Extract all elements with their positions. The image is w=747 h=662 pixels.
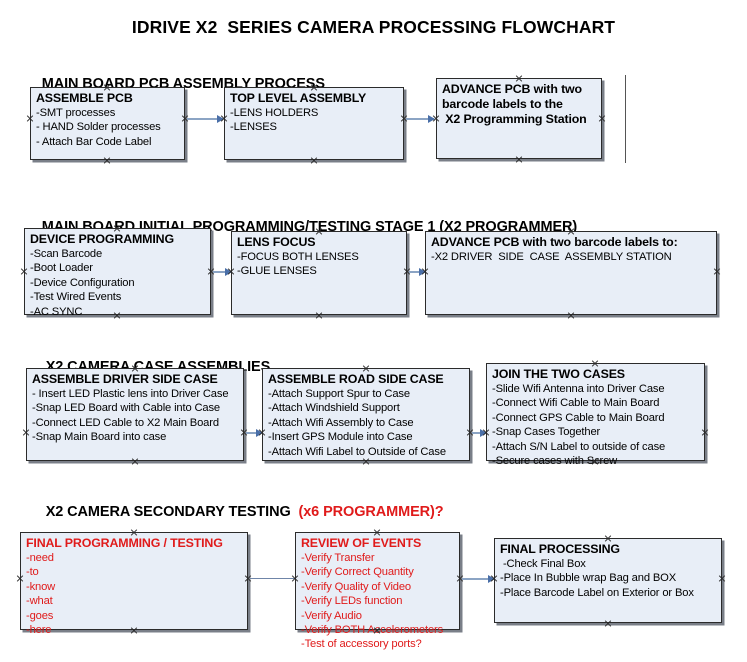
box-item: -what (26, 595, 53, 608)
box-header: ADVANCE PCB with two (442, 82, 582, 96)
box-assemble-driver-side-case[interactable]: ASSEMBLE DRIVER SIDE CASE - Insert LED P… (26, 368, 244, 461)
box-item: -to (26, 566, 39, 579)
box-item: -Verify Audio (301, 609, 362, 622)
section-heading-text: X2 CAMERA SECONDARY TESTING (45, 504, 299, 520)
box-item: -Attach Windshield Support (268, 402, 400, 415)
box-item: -AC SYNC (30, 305, 83, 318)
section-heading-accent-text: (x6 PROGRAMMER)? (298, 504, 444, 520)
box-item: -SMT processes (36, 107, 116, 119)
box-item: -GLUE LENSES (237, 265, 317, 278)
box-item: -Boot Loader (30, 262, 93, 275)
box-advance-pcb-driver-side-case[interactable]: ADVANCE PCB with two barcode labels to: … (425, 231, 717, 315)
box-item: - HAND Solder processes (36, 121, 161, 134)
box-header: ASSEMBLE PCB (36, 91, 133, 105)
box-header: TOP LEVEL ASSEMBLY (230, 91, 367, 105)
arrow-driver-case-to-road-case (246, 429, 263, 437)
box-item: -Attach Support Spur to Case (268, 388, 410, 400)
box-header: DEVICE PROGRAMMING (30, 232, 174, 246)
box-item: barcode labels to the (442, 97, 563, 111)
section-divider-line (625, 75, 626, 163)
box-header: FINAL PROCESSING (500, 542, 620, 556)
box-item: -Connect GPS Cable to Main Board (492, 411, 665, 424)
box-item: -Connect LED Cable to X2 Main Board (32, 416, 219, 429)
arrow-top-level-to-advance (406, 115, 435, 123)
arrow-road-case-to-join-cases (472, 429, 487, 437)
box-item: -Verify Correct Quantity (301, 566, 414, 579)
box-review-of-events[interactable]: REVIEW OF EVENTS -Verify Transfer -Verif… (295, 532, 460, 650)
box-item: -Secure cases with Screw (492, 455, 618, 468)
page-title: IDRIVE X2 SERIES CAMERA PROCESSING FLOWC… (131, 17, 616, 37)
arrow-assemble-pcb-to-top-level (187, 115, 224, 123)
box-item: -Snap Cases Together (492, 426, 601, 439)
box-item: -Attach Wifi Label to Outside of Case (268, 445, 446, 458)
box-item: -X2 DRIVER SIDE CASE ASSEMBLY STATION (431, 251, 672, 263)
box-item: - Attach Bar Code Label (36, 135, 152, 148)
box-final-processing[interactable]: FINAL PROCESSING -Check Final Box -Place… (494, 538, 722, 623)
box-item: -Verify Transfer (301, 552, 375, 564)
box-header: ADVANCE PCB with two barcode labels to: (431, 235, 678, 249)
box-item: -need (26, 552, 54, 564)
box-item: -Attach Wifi Assembly to Case (268, 416, 414, 429)
box-item: -Snap Main Board into case (32, 431, 167, 444)
box-item: -Insert GPS Module into Case (268, 431, 413, 444)
box-assemble-pcb[interactable]: ASSEMBLE PCB -SMT processes - HAND Solde… (30, 87, 185, 160)
box-header: REVIEW OF EVENTS (301, 536, 422, 550)
box-item: -FOCUS BOTH LENSES (237, 251, 359, 263)
box-item: -Verify LEDs function (301, 595, 403, 608)
arrow-lens-focus-to-advance (409, 268, 426, 276)
box-item: -Test of accessory ports? (301, 638, 422, 651)
box-item: -Test Wired Events (30, 291, 122, 304)
box-item: -Connect Wifi Cable to Main Board (492, 397, 660, 410)
box-header: ASSEMBLE ROAD SIDE CASE (268, 372, 444, 386)
box-item: -Check Final Box (500, 558, 586, 570)
section-heading-x2-camera-secondary-testing: X2 CAMERA SECONDARY TESTING (x6 PROGRAMM… (30, 488, 444, 536)
box-item: -goes (26, 609, 54, 622)
box-header: LENS FOCUS (237, 235, 316, 249)
box-assemble-road-side-case[interactable]: ASSEMBLE ROAD SIDE CASE -Attach Support … (262, 368, 470, 461)
box-item: -here (26, 624, 52, 637)
box-item: -Scan Barcode (30, 248, 103, 260)
box-item: -Verify Quality of Video (301, 580, 411, 593)
arrow-device-programming-to-lens-focus (213, 268, 232, 276)
box-item: -Attach S/N Label to outside of case (492, 440, 666, 453)
box-top-level-assembly[interactable]: TOP LEVEL ASSEMBLY -LENS HOLDERS -LENSES (224, 87, 404, 160)
box-item: -Device Configuration (30, 276, 135, 289)
box-advance-pcb-x2-programming-station[interactable]: ADVANCE PCB with two barcode labels to t… (436, 78, 602, 159)
arrow-review-to-final-processing (462, 575, 495, 583)
box-join-the-two-cases[interactable]: JOIN THE TWO CASES -Slide Wifi Antenna i… (486, 363, 705, 467)
box-header: ASSEMBLE DRIVER SIDE CASE (32, 372, 218, 386)
box-header: JOIN THE TWO CASES (492, 367, 625, 381)
box-item: -Verify BOTH Accelerometers (301, 624, 444, 637)
box-item: -Snap LED Board with Cable into Case (32, 402, 220, 415)
box-item: -Place Barcode Label on Exterior or Box (500, 586, 694, 599)
box-header: FINAL PROGRAMMING / TESTING (26, 536, 223, 550)
box-item: -know (26, 580, 56, 593)
box-item: - Insert LED Plastic lens into Driver Ca… (32, 388, 229, 400)
box-item: X2 Programming Station (442, 112, 587, 126)
box-item: -LENSES (230, 121, 277, 134)
box-lens-focus[interactable]: LENS FOCUS -FOCUS BOTH LENSES -GLUE LENS… (231, 231, 407, 315)
box-item: -LENS HOLDERS (230, 107, 319, 119)
box-device-programming[interactable]: DEVICE PROGRAMMING -Scan Barcode -Boot L… (24, 228, 211, 318)
box-item: -Place In Bubble wrap Bag and BOX (500, 572, 677, 585)
box-final-programming-testing[interactable]: FINAL PROGRAMMING / TESTING -need -to -k… (20, 532, 248, 636)
connector-line-final-programming-to-review (250, 578, 295, 579)
box-item: -Slide Wifi Antenna into Driver Case (492, 383, 665, 395)
